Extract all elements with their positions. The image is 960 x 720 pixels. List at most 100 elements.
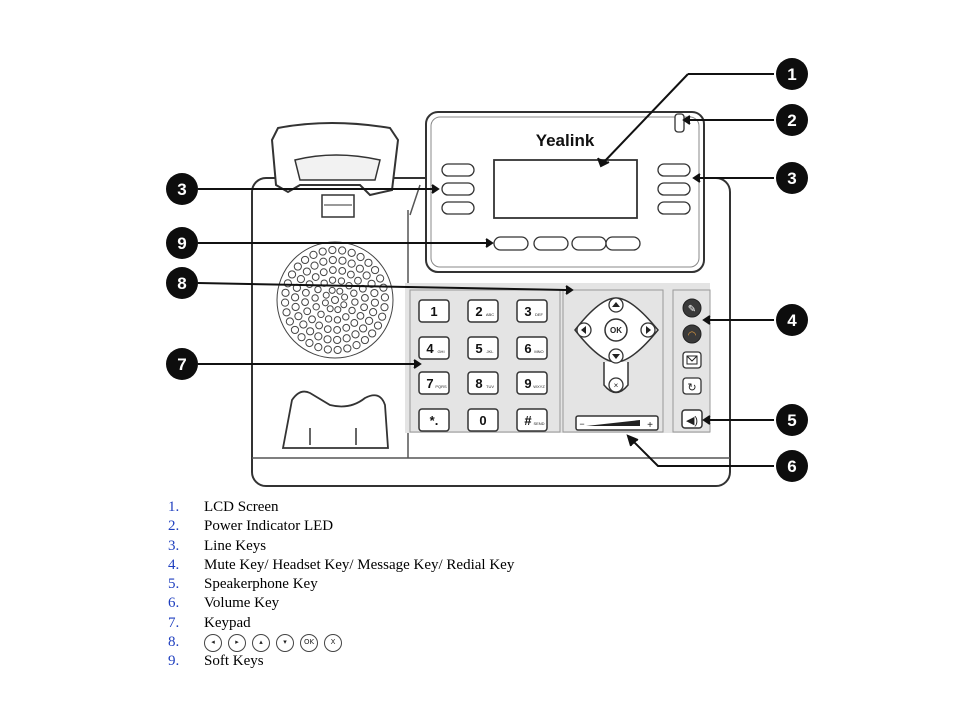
callout-2-label: 2	[787, 111, 796, 130]
keypad-key-6[interactable]	[516, 336, 548, 360]
redial-icon: ↻	[687, 382, 696, 394]
callout-4-label: 4	[787, 311, 797, 330]
callout-9	[166, 227, 198, 259]
ok-button[interactable]	[604, 318, 628, 342]
brand-logo: Yealink	[536, 131, 595, 150]
legend-item: 6.Volume Key	[168, 594, 688, 613]
function-keys: ✎ ◠ ↻ ◀)	[681, 298, 703, 429]
keypad-key-number: 4	[426, 341, 434, 356]
message-button[interactable]	[682, 351, 702, 369]
legend-item: 8. ◂ ▸ ▴ ▾ OK X	[168, 633, 688, 652]
soft-key[interactable]	[571, 236, 607, 251]
legend-text: Line Keys	[204, 537, 267, 554]
keypad-key-number: 2	[475, 304, 482, 319]
keypad-key-number: 0	[479, 413, 486, 428]
keypad-key-letters: ABC	[486, 312, 494, 317]
soft-key[interactable]	[605, 236, 641, 251]
keypad-key-letters: DEF	[535, 312, 544, 317]
keypad-key-12[interactable]	[516, 408, 548, 432]
mute-button[interactable]	[682, 298, 702, 318]
volume-plus-label: +	[647, 420, 653, 431]
callout-4	[776, 304, 808, 336]
callout-5	[776, 404, 808, 436]
keypad-key-number: #	[524, 413, 532, 428]
legend-text: Mute Key/ Headset Key/ Message Key/ Redi…	[204, 556, 515, 573]
message-icon	[686, 355, 698, 365]
line-key[interactable]	[657, 182, 691, 196]
line-key[interactable]	[441, 182, 475, 196]
legend-item: 4. Mute Key/ Headset Key/ Message Key/ Re…	[168, 556, 688, 575]
keypad-key-number: 1	[430, 304, 437, 319]
lcd-screen	[493, 159, 638, 219]
ok-icon: OK	[300, 633, 318, 652]
keypad-key-letters: SEND	[533, 421, 544, 426]
legend-number: 4.	[168, 556, 180, 573]
callout-7-label: 7	[177, 355, 186, 374]
keypad-key-letters: GHI	[437, 349, 444, 354]
legend-number: 1.	[168, 499, 180, 515]
keypad-key-number: 9	[524, 376, 531, 391]
callout-1	[776, 58, 808, 90]
navigation-keys: OK ×	[574, 297, 659, 394]
keypad-key-3[interactable]	[516, 299, 548, 323]
soft-key[interactable]	[533, 236, 569, 251]
keypad-key-11[interactable]	[467, 408, 499, 432]
legend-number: 5.	[168, 576, 180, 593]
legend-item: 7. Keypad	[168, 614, 688, 633]
volume-key[interactable]: − +	[575, 415, 659, 431]
keypad-key-10[interactable]	[418, 408, 450, 432]
ok-label: OK	[610, 326, 622, 335]
keypad-key-letters: WXYZ	[533, 384, 545, 389]
soft-key[interactable]	[493, 236, 529, 251]
keypad-key-1[interactable]	[418, 299, 450, 323]
nav-left-icon: ◂	[204, 633, 222, 652]
callout-6-label: 6	[787, 457, 796, 476]
keypad-key-number: 8	[475, 376, 482, 391]
keypad-key-number: 6	[524, 341, 531, 356]
callout-2	[776, 104, 808, 136]
callout-3-left	[166, 173, 198, 205]
mute-icon: ✎	[688, 304, 696, 315]
line-key[interactable]	[441, 163, 475, 177]
callout-6	[776, 450, 808, 482]
keypad-key-letters: MNO	[534, 349, 543, 354]
keypad-key-letters: TUV	[486, 384, 494, 389]
keypad-key-2[interactable]	[467, 299, 499, 323]
headset-icon: ◠	[688, 330, 697, 341]
nav-up-icon: ▴	[252, 633, 270, 652]
legend-number: 3.	[168, 537, 180, 554]
keypad-key-7[interactable]	[418, 371, 450, 395]
redial-button[interactable]	[682, 377, 702, 395]
line-key[interactable]	[657, 163, 691, 177]
keypad-key-5[interactable]	[467, 336, 499, 360]
legend-number: 7.	[168, 614, 180, 631]
legend-item: 5.Speakerphone Key	[168, 575, 688, 594]
keypad-key-number: 3	[524, 304, 531, 319]
soft-keys	[493, 236, 641, 251]
legend-number: 9.	[168, 653, 180, 670]
handset	[270, 122, 400, 218]
callout-8	[166, 267, 198, 299]
keypad-key-9[interactable]	[516, 371, 548, 395]
callouts: 1 2 3 3 4 5 6 7 8 9	[166, 58, 808, 482]
cancel-button[interactable]	[608, 377, 624, 393]
legend-number: 8.	[168, 634, 180, 651]
keypad-key-4[interactable]	[418, 336, 450, 360]
keypad-key-8[interactable]	[467, 371, 499, 395]
leader-lines	[197, 73, 774, 467]
speakerphone-button[interactable]	[681, 409, 703, 429]
callout-8-label: 8	[177, 274, 186, 293]
speaker-icon: ◀)	[686, 415, 698, 427]
legend-text: Keypad	[204, 614, 251, 631]
legend-item: 9.Soft Keys	[168, 652, 688, 671]
line-key[interactable]	[657, 201, 691, 215]
headset-button[interactable]	[682, 324, 702, 344]
cancel-icon: X	[324, 633, 342, 652]
line-key[interactable]	[441, 201, 475, 215]
volume-minus-label: −	[579, 419, 584, 429]
callout-7	[166, 348, 198, 380]
keypad-key-number: *.	[430, 413, 439, 428]
speaker-grille	[280, 245, 390, 355]
